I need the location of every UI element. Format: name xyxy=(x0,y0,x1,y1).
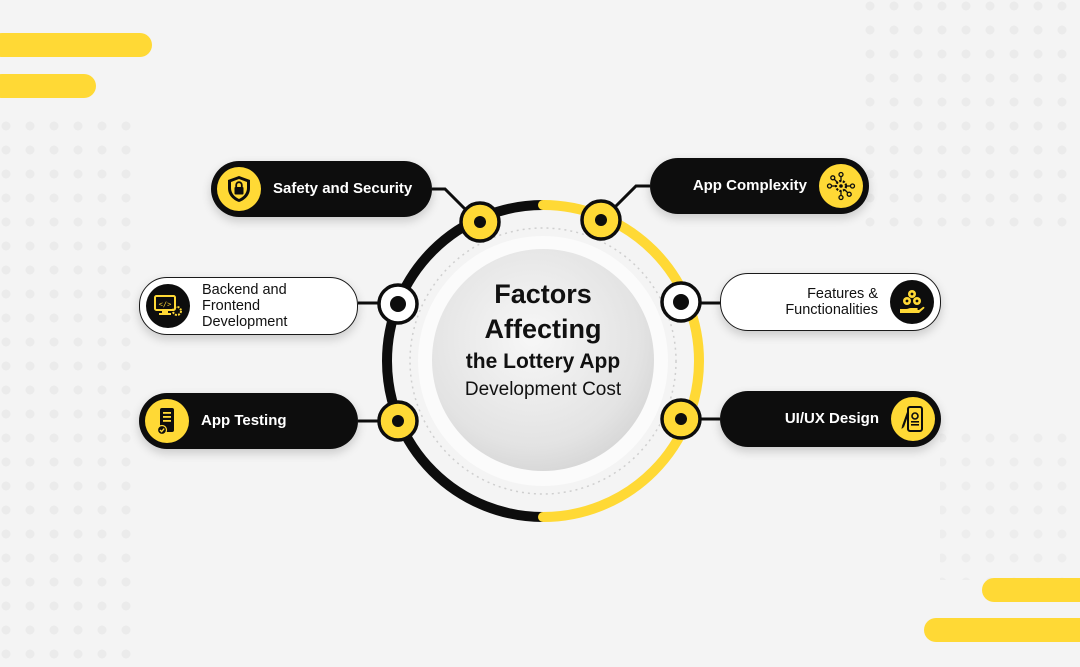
factor-label: Backend and Frontend Development xyxy=(202,282,287,330)
decorative-bar xyxy=(0,33,152,57)
factor-label-line: Frontend xyxy=(202,298,261,314)
factor-backend-frontend: </> Backend and Frontend Development xyxy=(139,277,358,335)
factor-app-complexity: App Complexity xyxy=(650,158,869,214)
factor-label: Safety and Security xyxy=(273,180,413,197)
svg-text:</>: </> xyxy=(159,301,172,309)
connector-line xyxy=(608,184,650,214)
connector-line xyxy=(432,187,467,211)
ring-node xyxy=(580,199,622,241)
decorative-bar xyxy=(0,74,96,98)
ring-node xyxy=(660,281,702,323)
factor-label: App Complexity xyxy=(692,177,807,194)
factor-label-line: Features & xyxy=(807,286,878,302)
design-phone-icon xyxy=(891,397,935,441)
network-gear-icon xyxy=(819,164,863,208)
factor-label: Features & Functionalities xyxy=(785,286,878,318)
factor-ui-ux-design: UI/UX Design xyxy=(720,391,941,447)
factor-label-line: Backend and xyxy=(202,282,287,298)
ring-node xyxy=(377,400,419,442)
dotted-ring xyxy=(409,227,677,495)
ring-node xyxy=(377,283,419,325)
decorative-bar xyxy=(924,618,1080,642)
center-title: Factors Affecting the Lottery App Develo… xyxy=(433,277,653,403)
factor-label-line: Development xyxy=(202,314,288,330)
title-line: Factors xyxy=(494,279,592,309)
title-line: Affecting xyxy=(484,314,602,344)
factor-safety-and-security: Safety and Security xyxy=(211,161,432,217)
ring-node xyxy=(660,398,702,440)
factor-label: UI/UX Design xyxy=(784,410,879,427)
factor-label-line: Functionalities xyxy=(785,302,878,318)
title-line: the Lottery App xyxy=(465,350,621,373)
factor-features-functionalities: Features & Functionalities xyxy=(720,273,941,331)
factor-app-testing: App Testing xyxy=(139,393,358,449)
code-monitor-icon: </> xyxy=(146,284,190,328)
title-line: Development Cost xyxy=(464,379,622,400)
ring-node xyxy=(459,201,501,243)
factor-label: App Testing xyxy=(201,412,287,429)
center-disc xyxy=(432,249,654,471)
hand-gears-icon xyxy=(890,280,934,324)
decorative-bar xyxy=(982,578,1080,602)
shield-lock-icon xyxy=(217,167,261,211)
mobile-checklist-icon xyxy=(145,399,189,443)
